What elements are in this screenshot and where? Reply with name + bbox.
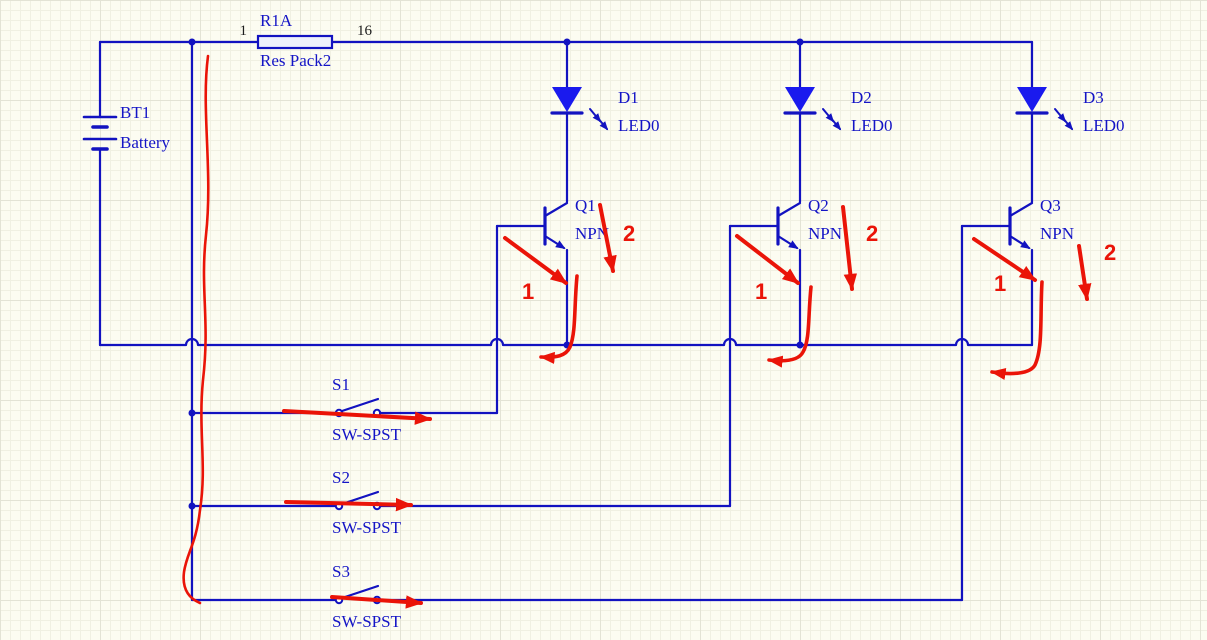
led-triangle bbox=[552, 87, 582, 112]
transistor-q3[interactable]: Q3 NPN bbox=[960, 196, 1074, 347]
led-designator: D3 bbox=[1083, 88, 1104, 107]
junction-dot bbox=[796, 38, 804, 46]
transistor-q1[interactable]: Q1 NPN bbox=[495, 196, 609, 347]
annotation-number-2: 2 bbox=[866, 221, 878, 246]
battery-part-label: Battery bbox=[120, 133, 171, 152]
junction-dot bbox=[563, 38, 571, 46]
resistor-pin-1: 1 bbox=[240, 23, 248, 39]
led-triangle bbox=[1017, 87, 1047, 112]
annotation-arrow-2-q2 bbox=[841, 205, 858, 291]
switch-s3[interactable]: S3 SW-SPST bbox=[190, 224, 964, 631]
annotation-hook-arrow-q2 bbox=[767, 285, 813, 368]
switch-designator: S1 bbox=[332, 375, 350, 394]
led-part-label: LED0 bbox=[851, 116, 893, 135]
battery-designator: BT1 bbox=[120, 103, 150, 122]
annotation-number-1: 1 bbox=[994, 271, 1006, 296]
transistor-emitter-lead bbox=[1008, 234, 1031, 250]
led-emission-arrow-icon bbox=[829, 116, 842, 131]
transistor-designator: Q2 bbox=[808, 196, 829, 215]
annotation-arrow-1-q3 bbox=[972, 237, 1037, 282]
resistor-r1a[interactable]: R1A Res Pack2 1 16 bbox=[240, 11, 373, 70]
switch-part-label: SW-SPST bbox=[332, 518, 402, 537]
annotation-arrow-2-q3 bbox=[1077, 244, 1092, 301]
ground-bus-wire bbox=[98, 337, 1034, 347]
switch-designator: S3 bbox=[332, 562, 350, 581]
annotation-arrow-1-q1 bbox=[503, 236, 568, 285]
switch-designator: S2 bbox=[332, 468, 350, 487]
transistor-q2[interactable]: Q2 NPN bbox=[728, 196, 842, 347]
led-emission-arrow-icon bbox=[596, 116, 609, 131]
switch-lever bbox=[340, 584, 380, 600]
junction-dot bbox=[188, 38, 196, 46]
annotation-switch-arrow-s2 bbox=[284, 497, 413, 512]
switch-s1[interactable]: S1 SW-SPST bbox=[190, 224, 499, 444]
annotation-number-1: 1 bbox=[522, 279, 534, 304]
transistor-designator: Q1 bbox=[575, 196, 596, 215]
transistor-collector-lead bbox=[1008, 201, 1034, 218]
resistor-pin-16: 16 bbox=[357, 23, 373, 39]
annotation-switch-arrow-s3 bbox=[330, 595, 423, 609]
transistor-designator: Q3 bbox=[1040, 196, 1061, 215]
transistor-part-label: NPN bbox=[575, 224, 609, 243]
switch-lever bbox=[340, 397, 380, 413]
wiring bbox=[98, 40, 1034, 602]
led-part-label: LED0 bbox=[1083, 116, 1125, 135]
annotation-arrow-2-q1 bbox=[598, 203, 617, 273]
annotation-hook-arrow-q1 bbox=[539, 274, 579, 364]
led-d3[interactable]: D3 LED0 bbox=[1015, 40, 1125, 204]
battery-bt1[interactable]: BT1 Battery bbox=[82, 40, 171, 347]
freehand-trace-line bbox=[182, 54, 210, 605]
junction-dot bbox=[188, 409, 196, 417]
resistor-body bbox=[256, 34, 334, 50]
led-d1[interactable]: D1 LED0 bbox=[550, 40, 660, 204]
transistor-part-label: NPN bbox=[1040, 224, 1074, 243]
junction-dot bbox=[796, 341, 804, 349]
annotation-number-1: 1 bbox=[755, 279, 767, 304]
led-emission-arrow-icon bbox=[1061, 116, 1074, 131]
led-designator: D1 bbox=[618, 88, 639, 107]
transistor-part-label: NPN bbox=[808, 224, 842, 243]
resistor-designator: R1A bbox=[260, 11, 293, 30]
switch-part-label: SW-SPST bbox=[332, 612, 402, 631]
transistor-collector-lead bbox=[543, 201, 569, 218]
switch-s2[interactable]: S2 SW-SPST bbox=[190, 224, 732, 537]
resistor-part-label: Res Pack2 bbox=[260, 51, 331, 70]
transistor-emitter-lead bbox=[776, 234, 799, 250]
annotation-arrow-1-q2 bbox=[735, 234, 800, 285]
led-d2[interactable]: D2 LED0 bbox=[783, 40, 893, 204]
led-part-label: LED0 bbox=[618, 116, 660, 135]
junction-dot bbox=[188, 502, 196, 510]
annotation-number-2: 2 bbox=[1104, 240, 1116, 265]
annotation-number-2: 2 bbox=[623, 221, 635, 246]
annotation-hook-arrow-q3 bbox=[990, 280, 1044, 380]
red-annotations: 1 2 1 2 1 2 bbox=[182, 54, 1116, 609]
led-triangle bbox=[785, 87, 815, 112]
switch-part-label: SW-SPST bbox=[332, 425, 402, 444]
transistor-collector-lead bbox=[776, 201, 802, 218]
transistor-emitter-lead bbox=[543, 234, 566, 250]
led-designator: D2 bbox=[851, 88, 872, 107]
annotation-switch-arrow-s1 bbox=[282, 409, 432, 425]
